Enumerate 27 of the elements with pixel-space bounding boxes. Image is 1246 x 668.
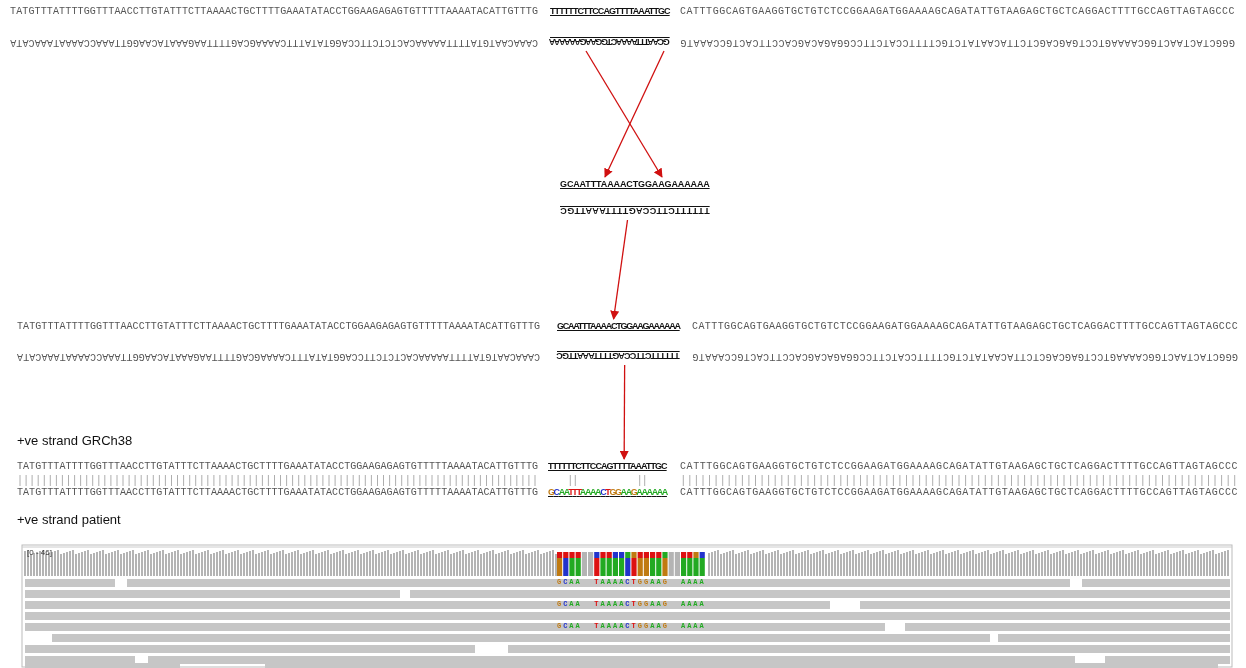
reference-sequence-text: TATGTTTATTTTGGTTTAACCTTGTATTTCTTAAAACTGCTTTTGAAATATACCTGGAAGAGAGTGTTTTTAAAATACATTGTTTG xyxy=(17,462,539,472)
arrow xyxy=(610,219,629,320)
arrow xyxy=(585,50,663,178)
arrow xyxy=(619,364,629,460)
sequence-text: TATGTTTATTTTGGTTTAACCTTGTATTTCTTAAAACTGCTTTTGAAATATACCTGGAAGAGAGTGTTTTTAAAATACATTGTTTG xyxy=(10,7,539,17)
complement-sequence-text: TTTTTTCTTCCAGTTTTAAATTGC xyxy=(560,206,710,215)
complement-sequence-text: CAAACAATGTATTTTAAAAACACTCTCTTCCAGGTATATTTCAAAAGCAGTTTTAAGAAATACAAGGTTAAACCAAAATAAACATA xyxy=(10,37,539,47)
complement-sequence-text: GGGCTACTAACTGGCAAAAGTCCTGAGCAGCTCTTACAATATCTGCTTTTCCATCTTCCGGAGACAGCACCTTCACTGCCAAATG xyxy=(680,37,1236,47)
complement-sequence-text: GGGCTACTAACTGGCAAAAGTCCTGAGCAGCTCTTACAATATCTGCTTTTCCATCTTCCGGAGACAGCACCTTCACTGCCAAATG xyxy=(692,351,1239,361)
reference-sequence-text: CATTTGGCAGTGAAGGTGCTGTCTCCGGAAGATGGAAAAGCAGATATTGTAAGAGCTGCTCAGGACTTTTGCCAGTTAGTAGCCC xyxy=(680,462,1239,472)
complement-sequence-text: TTTTTTCTTCCAGTTTTAAATTGC xyxy=(557,351,680,360)
coverage-range-label: [0 - 46] xyxy=(27,549,52,557)
complement-sequence-text: GCAATTTAAAACTGGAAGAAAAAA xyxy=(550,37,670,46)
sequence-text: CATTTGGCAGTGAAGGTGCTGTCTCCGGAAGATGGAAAAGCAGATATTGTAAGAGCTGCTCAGGACTTTTGCCAGTTAGTAGCCC xyxy=(692,322,1239,332)
strand-label: +ve strand patient xyxy=(17,513,121,526)
sequence-text: GCAATTTAAAACTGGAAGAAAAAA xyxy=(557,322,680,331)
patient-sequence-text: CATTTGGCAGTGAAGGTGCTGTCTCCGGAAGATGGAAAAGCAGATATTGTAAGAGCTGCTCAGGACTTTTGCCAGTTAGTAGCCC xyxy=(680,488,1239,498)
arrow xyxy=(604,50,665,178)
sequence-text: TTTTTTCTTCCAGTTTTAAATTGC xyxy=(548,462,667,471)
sequence-text: CATTTGGCAGTGAAGGTGCTGTCTCCGGAAGATGGAAAAGCAGATATTGTAAGAGCTGCTCAGGACTTTTGCCAGTTAGTAGCCC xyxy=(680,7,1236,17)
patient-inverted-sequence-text: GCAATTTAAAACTGGAAGAAAAAA xyxy=(548,488,667,497)
patient-sequence-text: TATGTTTATTTTGGTTTAACCTTGTATTTCTTAAAACTGCTTTTGAAATATACCTGGAAGAGAGTGTTTTTAAAATACATTGTTTG xyxy=(17,488,539,498)
sequence-text: TTTTTTCTTCCAGTTTTAAATTGC xyxy=(550,7,670,16)
complement-sequence-text: CAAACAATGTATTTTAAAAACACTCTCTTCCAGGTATATTTCAAAAGCAGTTTTAAGAAATACAAGGTTAAACCAAAATAAACATA xyxy=(17,351,541,361)
strand-label: +ve strand GRCh38 xyxy=(17,434,133,447)
sequence-text: TATGTTTATTTTGGTTTAACCTTGTATTTCTTAAAACTGCTTTTGAAATATACCTGGAAGAGAGTGTTTTTAAAATACATTGTTTG xyxy=(17,322,541,332)
sequence-text: GCAATTTAAAACTGGAAGAAAAAA xyxy=(560,180,710,189)
